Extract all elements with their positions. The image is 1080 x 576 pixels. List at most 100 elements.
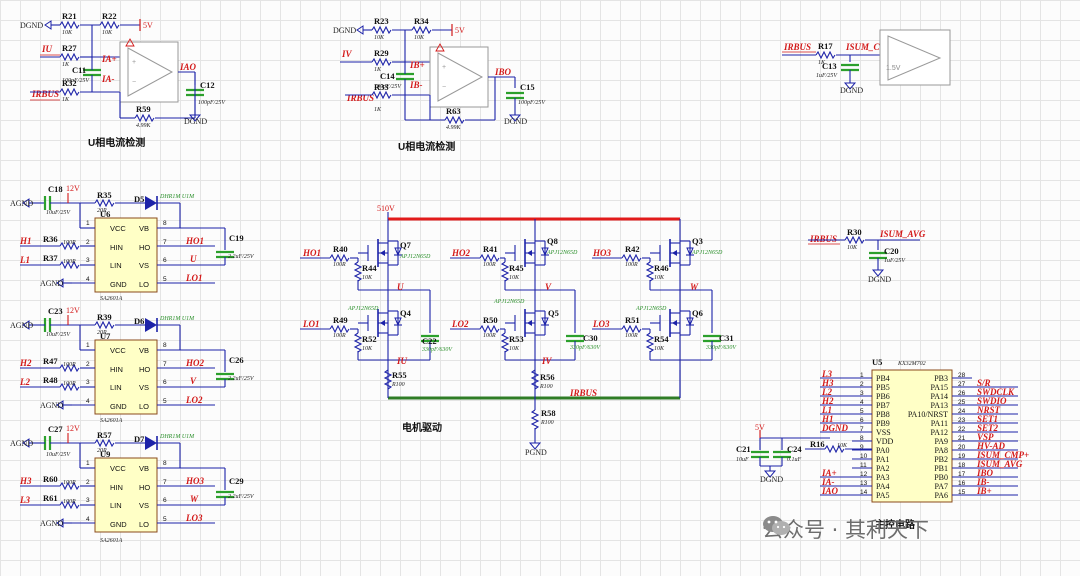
dgnd-label: DGND — [20, 21, 43, 30]
caption-main-ctrl: 主控电路 — [875, 518, 916, 531]
motor-drive-bridge: 510V IRBUS R58 R100 PGND Q7 APJ12N65D HO… — [300, 204, 737, 457]
u-net-bridge: U — [397, 282, 404, 292]
c26-ref: C26 — [229, 355, 244, 365]
u9-num-1: 1 — [86, 460, 90, 467]
mcu-pin-name: PA1 — [876, 455, 890, 464]
v5-label-2: 5V — [455, 26, 465, 35]
c15-ref: C15 — [520, 82, 535, 92]
q4-ref: Q4 — [400, 308, 412, 318]
ibo-net: IBO — [494, 67, 512, 77]
r34-val: 10K — [414, 35, 425, 41]
c24-val: 0.1uF — [787, 457, 802, 463]
r36-val: 100R — [63, 240, 76, 246]
mcu-pin-name: PA8 — [935, 446, 949, 455]
u6-ref: U6 — [100, 209, 110, 219]
u-net-drv: U — [190, 254, 197, 264]
c19-ref: C19 — [229, 233, 244, 243]
r46-val: 10K — [654, 275, 665, 281]
c13-ref: C13 — [822, 61, 837, 71]
u7-ref: U7 — [100, 331, 111, 341]
mcu-pin-name: PA11 — [931, 419, 948, 428]
mcu-pin-num: 11 — [860, 462, 867, 469]
l2-net-drv: L2 — [19, 377, 30, 387]
agnd-label-1: AGND — [10, 199, 33, 208]
mcu-net-label: L3 — [821, 369, 832, 379]
u6-pin-hin: HIN — [110, 243, 123, 252]
h2-net-drv: H2 — [19, 358, 32, 368]
mcu-net-label: L2 — [821, 387, 832, 397]
r56-ref: R56 — [540, 372, 555, 382]
v12-label-2: 12V — [66, 306, 80, 315]
c20-val: 1uF/25V — [884, 258, 906, 264]
r23-ref: R23 — [374, 16, 389, 26]
r61-val: 100R — [63, 499, 76, 505]
mcu-pin-num: 7 — [860, 426, 864, 433]
q4-val: APJ12N65D — [347, 306, 379, 312]
mcu-net-label: H2 — [821, 396, 834, 406]
mcu-pin-num: 22 — [958, 426, 966, 433]
mcu-pin-num: 8 — [860, 435, 864, 442]
u6-num-7: 7 — [163, 239, 167, 246]
iu-net: IU — [41, 44, 53, 54]
r29-ref: R29 — [374, 48, 389, 58]
q3-ref: Q3 — [692, 236, 703, 246]
mcu-pin-name: PB1 — [934, 464, 948, 473]
mcu-pin-num: 25 — [958, 399, 966, 406]
mcu-pin-num: 24 — [958, 408, 966, 415]
u6-pin-vb: VB — [139, 224, 149, 233]
r55-val: R100 — [391, 382, 405, 388]
c27-ref: C27 — [48, 424, 63, 434]
c19-val: 2.2uF/25V — [228, 254, 255, 260]
mcu-pin-num: 19 — [958, 453, 966, 460]
r44-ref: R44 — [362, 263, 377, 273]
r63-ref: R63 — [446, 106, 461, 116]
iao-net: IAO — [179, 62, 197, 72]
r29-val: 1K — [374, 67, 382, 73]
mcu-pin-name: PA10/NRST — [908, 410, 948, 419]
ia-plus-net: IA+ — [101, 54, 117, 64]
mcu-net-label: HV-AD — [976, 441, 1006, 451]
irbus-net-1: IRBUS — [31, 89, 59, 99]
mcu-pin-num: 12 — [860, 471, 868, 478]
mcu-pin-name: PA9 — [935, 437, 949, 446]
r37-ref: R37 — [43, 253, 58, 263]
l1-net-drv: L1 — [19, 255, 30, 265]
mcu-pin-name: PA12 — [931, 428, 949, 437]
lo3-net-drv: LO3 — [185, 513, 203, 523]
r16-val: 10K — [837, 443, 848, 449]
u6-num-2: 2 — [86, 239, 90, 246]
r48-val: 100R — [63, 381, 76, 387]
mcu-pin-num: 9 — [860, 444, 864, 451]
r33-val: 1K — [374, 107, 382, 113]
r17-ref: R17 — [818, 41, 833, 51]
d6-ref: D6 — [134, 316, 144, 326]
dgnd-label-2: DGND — [184, 117, 207, 126]
c11-val: 100pF/25V — [62, 78, 90, 84]
mcu-pin-num: 1 — [860, 372, 864, 379]
caption-motor-drive: 电机驱动 — [402, 421, 442, 434]
mcu-pin-name: PB8 — [876, 410, 890, 419]
r46-ref: R46 — [654, 263, 669, 273]
mcu-pin-num: 20 — [958, 444, 966, 451]
c18-ref: C18 — [48, 184, 63, 194]
mcu-pin-name: PA13 — [931, 401, 949, 410]
pgnd-label: PGND — [525, 448, 547, 457]
r54-val: 10K — [654, 346, 665, 352]
u6-pin-lin: LIN — [110, 261, 122, 270]
opamp-u — [119, 38, 179, 103]
u7-pin-lin: LIN — [110, 383, 122, 392]
r45-ref: R45 — [509, 263, 524, 273]
mcu-pin-num: 17 — [958, 471, 966, 478]
r53-val: 10K — [509, 346, 520, 352]
r33-ref: R33 — [374, 82, 389, 92]
mcu-pin-num: 16 — [958, 480, 966, 487]
u7-pin-vb: VB — [139, 346, 149, 355]
c12-ref: C12 — [200, 80, 215, 90]
ho3-net-drv: HO3 — [185, 476, 205, 486]
dgnd-label-5: DGND — [840, 86, 863, 95]
r22-val: 10K — [102, 30, 113, 36]
mcu-pin-num: 6 — [860, 417, 864, 424]
u6-body — [94, 217, 158, 293]
c23-val: 10uF/25V — [46, 332, 71, 338]
